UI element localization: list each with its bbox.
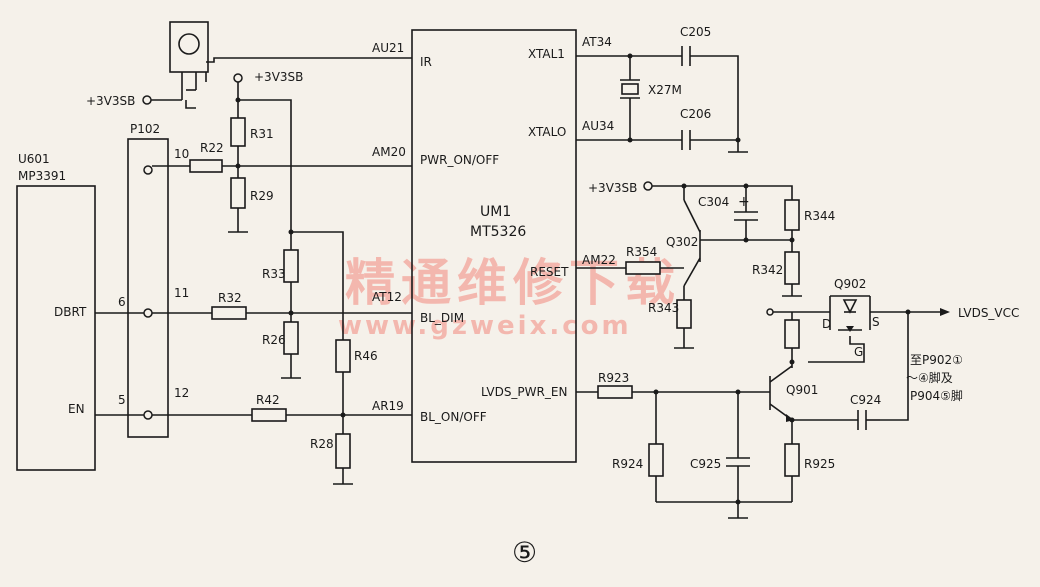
um1-pin-xtalo-name: XTALO — [528, 125, 566, 139]
watermark: 精通维修下载 www.gzweix.com — [338, 254, 681, 341]
u601-body — [16, 185, 96, 471]
r46-label: R46 — [354, 349, 378, 363]
c925-label: C925 — [690, 457, 721, 471]
c304-plus: + — [738, 194, 750, 210]
r354-label: R354 — [626, 245, 657, 259]
um1-pin-pwr-name: PWR_ON/OFF — [420, 153, 499, 167]
u601-pin-en-num: 5 — [118, 393, 126, 407]
watermark-url: www.gzweix.com — [338, 311, 632, 341]
r344-label: R344 — [804, 209, 835, 223]
output-note-1: 至P902① — [910, 353, 963, 367]
figure-number: ⑤ — [512, 536, 537, 569]
power-label-top: +3V3SB — [254, 70, 303, 84]
um1-pin-ir-name: IR — [420, 55, 432, 69]
um1-pin-reset-ball: AM22 — [582, 253, 616, 267]
p102-pin-10: 10 — [174, 147, 189, 161]
q902-output: Q902 D S LVDS_VCC G 至P902① ～④脚及 P904⑤脚 — [766, 277, 1019, 421]
c206-label: C206 — [680, 107, 711, 121]
p102-connector: P102 10 11 12 — [127, 122, 189, 438]
r343-label: R343 — [648, 301, 679, 315]
r26-label: R26 — [262, 333, 286, 347]
reset-network: +3V3SB Q302 R354 R343 C304 + R344 R34 — [576, 181, 835, 349]
watermark-title: 精通维修下载 — [345, 254, 681, 312]
c304-label: C304 — [698, 195, 729, 209]
r42-label: R42 — [256, 393, 280, 407]
um1-pin-bldim-ball: AT12 — [372, 290, 402, 304]
um1-pin-blon-ball: AR19 — [372, 399, 404, 413]
r923-label: R923 — [598, 371, 629, 385]
p102-pin-12: 12 — [174, 386, 189, 400]
power-label-right: +3V3SB — [588, 181, 637, 195]
c924-label: C924 — [850, 393, 881, 407]
u601-ref: U601 — [18, 152, 50, 166]
p102-body — [127, 138, 169, 438]
u601-pin-en-name: EN — [68, 402, 85, 416]
output-note-3: P904⑤脚 — [910, 388, 963, 403]
r924-label: R924 — [612, 457, 643, 471]
lvds-enable-network: R923 Q901 C924 R924 C925 R925 — [576, 365, 881, 519]
u601-block: U601 MP3391 DBRT 6 EN 5 — [16, 152, 126, 471]
um1-body — [411, 29, 577, 463]
q901-label: Q901 — [786, 383, 818, 397]
r32-label: R32 — [218, 291, 242, 305]
q902-d-label: D — [822, 317, 831, 331]
r28-label: R28 — [310, 437, 334, 451]
um1-pin-blon-name: BL_ON/OFF — [420, 410, 487, 424]
r925-label: R925 — [804, 457, 835, 471]
ir-receiver: +3V3SB — [86, 21, 412, 109]
r342-label: R342 — [752, 263, 783, 277]
output-note-2: ～④脚及 — [906, 370, 953, 385]
p102-pin-11: 11 — [174, 286, 189, 300]
crystal-label: X27M — [648, 83, 682, 97]
um1-pin-xtal1-ball: AT34 — [582, 35, 612, 49]
r33-label: R33 — [262, 267, 286, 281]
um1-pin-lvds-name: LVDS_PWR_EN — [481, 385, 567, 399]
um1-pin-xtal1-name: XTAL1 — [528, 47, 565, 61]
um1-ref: UM1 — [480, 204, 511, 220]
power-label-left: +3V3SB — [86, 94, 135, 108]
um1-pin-ir-ball: AU21 — [372, 41, 404, 55]
u601-part: MP3391 — [18, 169, 66, 183]
r22-label: R22 — [200, 141, 224, 155]
bl-dim-network: R33 R32 R26 R46 — [95, 229, 412, 434]
lvds-vcc-label: LVDS_VCC — [958, 306, 1019, 320]
um1-pin-bldim-name: BL_DIM — [420, 311, 464, 325]
r29-label: R29 — [250, 189, 274, 203]
q902-g-label: G — [854, 345, 863, 359]
u601-pin-dbrt-num: 6 — [118, 295, 126, 309]
crystal-network: C205 C206 X27M — [576, 25, 748, 153]
um1-pin-reset-name: RESET — [530, 265, 569, 279]
bl-on-network: R42 R28 — [95, 393, 412, 485]
um1-pin-xtalo-ball: AU34 — [582, 119, 614, 133]
um1-part: MT5326 — [470, 224, 526, 240]
r31-label: R31 — [250, 127, 274, 141]
c205-label: C205 — [680, 25, 711, 39]
q302-label: Q302 — [666, 235, 698, 249]
q902-s-label: S — [872, 315, 880, 329]
um1-ic: UM1 MT5326 AU21 IR AM20 PWR_ON/OFF AT12 … — [372, 29, 616, 463]
pwr-on-network: +3V3SB R31 R22 R29 — [152, 70, 412, 250]
q902-label: Q902 — [834, 277, 866, 291]
um1-pin-pwr-ball: AM20 — [372, 145, 406, 159]
u601-pin-dbrt-name: DBRT — [54, 305, 87, 319]
p102-ref: P102 — [130, 122, 160, 136]
